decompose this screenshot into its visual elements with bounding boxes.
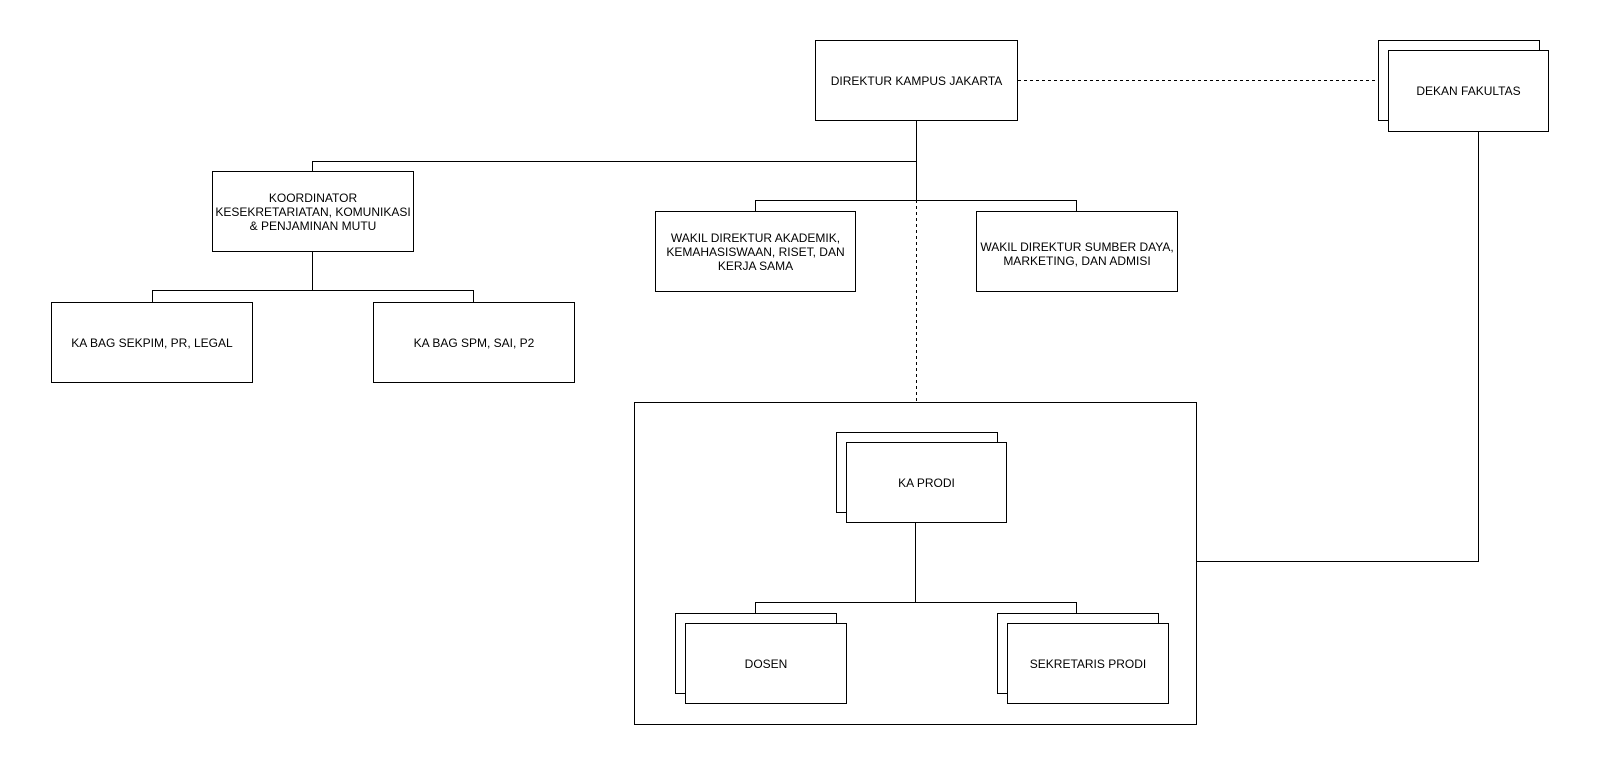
- direktur-label: DIREKTUR KAMPUS JAKARTA: [830, 73, 1003, 88]
- wadir-akademik-label: WAKIL DIREKTUR AKADEMIK, KEMAHASISWAAN, …: [666, 230, 845, 273]
- sekretaris-prodi-box[interactable]: SEKRETARIS PRODI: [1007, 623, 1169, 704]
- ka-prodi-label: KA PRODI: [898, 475, 955, 490]
- koordinator-box[interactable]: KOORDINATOR KESEKRETARIATAN, KOMUNIKASI …: [212, 171, 414, 252]
- ka-bag-spm-box[interactable]: KA BAG SPM, SAI, P2: [373, 302, 575, 383]
- line-dekan-prodi: [1197, 132, 1479, 562]
- line-kabag-branch: [152, 290, 474, 302]
- ka-bag-sekpim-label: KA BAG SEKPIM, PR, LEGAL: [71, 335, 233, 350]
- dosen-box[interactable]: DOSEN: [685, 623, 847, 704]
- dekan-label: DEKAN FAKULTAS: [1416, 84, 1521, 98]
- direktur-box[interactable]: DIREKTUR KAMPUS JAKARTA: [815, 40, 1018, 121]
- ka-prodi-box[interactable]: KA PRODI: [846, 442, 1007, 523]
- wadir-akademik-box[interactable]: WAKIL DIREKTUR AKADEMIK, KEMAHASISWAAN, …: [655, 211, 856, 292]
- ka-bag-sekpim-box[interactable]: KA BAG SEKPIM, PR, LEGAL: [51, 302, 253, 383]
- ka-bag-spm-label: KA BAG SPM, SAI, P2: [413, 335, 535, 350]
- dekan-box[interactable]: DEKAN FAKULTAS: [1388, 50, 1549, 132]
- koordinator-label: KOORDINATOR KESEKRETARIATAN, KOMUNIKASI …: [215, 191, 411, 233]
- wadir-sumber-daya-box[interactable]: WAKIL DIREKTUR SUMBER DAYA, MARKETING, D…: [976, 211, 1178, 292]
- prodi-group-frame: [634, 402, 1197, 725]
- wadir-sumber-daya-label: WAKIL DIREKTUR SUMBER DAYA, MARKETING, D…: [980, 240, 1174, 268]
- dosen-label: DOSEN: [744, 656, 788, 671]
- sekretaris-prodi-label: SEKRETARIS PRODI: [1029, 656, 1147, 671]
- line-prodi-branch: [755, 602, 1077, 613]
- line-direktur-koordinator: [312, 161, 917, 171]
